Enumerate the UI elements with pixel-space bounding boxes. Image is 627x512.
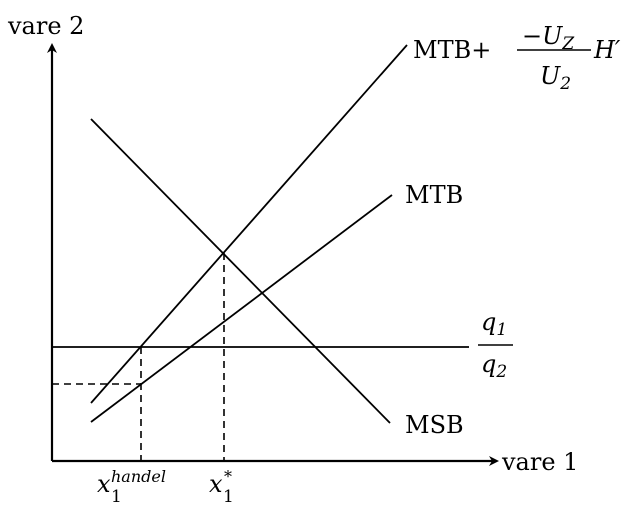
price-ratio-numerator: q1	[481, 308, 507, 340]
mtb-plus-label: MTB+ −UZ U2 H′	[413, 22, 621, 94]
x-axis-label: vare 1	[501, 448, 578, 476]
msb-curve	[90, 118, 391, 424]
mtb-label: MTB	[405, 181, 463, 209]
svg-text:x: x	[97, 470, 111, 498]
mtb-plus-numerator: −UZ	[522, 22, 575, 54]
mtb-curve	[90, 194, 393, 423]
svg-text:*: *	[224, 467, 232, 486]
msb-label: MSB	[405, 411, 464, 439]
mtb-plus-denominator: U2	[540, 62, 571, 94]
y-axis-label: vare 2	[7, 12, 84, 40]
svg-text:1: 1	[111, 487, 122, 507]
optimum-quantity-label: x 1 *	[209, 467, 234, 507]
svg-text:H′: H′	[593, 36, 621, 64]
svg-text:MTB+: MTB+	[413, 36, 491, 64]
trade-quantity-label: x 1 handel	[97, 467, 166, 507]
svg-text:handel: handel	[111, 467, 166, 486]
mtb-plus-curve	[90, 44, 408, 404]
svg-text:1: 1	[223, 487, 234, 507]
price-ratio-label: q1 q2	[478, 308, 513, 382]
svg-text:x: x	[209, 470, 223, 498]
price-ratio-denominator: q2	[481, 350, 507, 382]
